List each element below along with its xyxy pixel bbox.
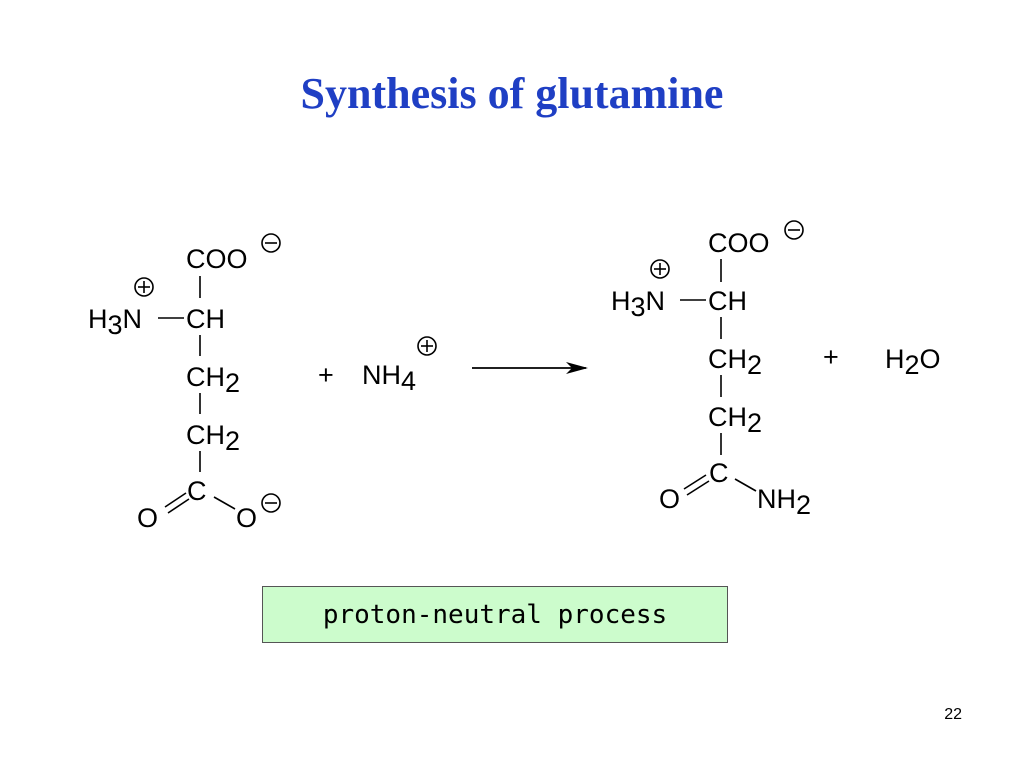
water-label: H2O <box>885 344 941 380</box>
reactant-carbonyl-oxygen: O <box>137 503 158 533</box>
reactant-single-bond-o <box>213 496 236 510</box>
product-alpha-carbon: CH <box>708 286 747 316</box>
product-amino-plus-icon <box>650 259 670 279</box>
reaction-scheme: COO H3N CH CH2 CH2 C O O + NH4 <box>88 220 941 533</box>
reactant-double-bond-b <box>167 498 190 514</box>
reactant-gamma-carbon: CH2 <box>186 420 240 456</box>
ammonium-label: NH4 <box>362 360 416 396</box>
reactant-amino-plus-icon <box>134 277 154 297</box>
product-gamma-carbon: CH2 <box>708 402 762 438</box>
product-carboxylate-label: COO <box>708 228 770 258</box>
reactant-bottom-minus-icon <box>261 493 281 513</box>
ammonium-plus-icon <box>417 336 437 356</box>
product-amino-label: H3N <box>611 286 665 322</box>
reactant-carboxylate-label: COO <box>186 244 248 274</box>
page-number: 22 <box>944 706 962 723</box>
reactant-alpha-carbon: CH <box>186 304 225 334</box>
reactant-carboxyl-carbon: C <box>187 476 207 506</box>
reactant-top-minus-icon <box>261 233 281 253</box>
product-bond-amide-n <box>734 478 757 492</box>
reactant-double-bond-a <box>164 492 187 508</box>
ammonium: NH4 <box>362 336 437 396</box>
product-beta-carbon: CH2 <box>708 344 762 380</box>
product-double-bond-a <box>683 474 707 490</box>
product-amide-carbon: C <box>709 458 729 488</box>
product-double-bond-b <box>686 480 710 496</box>
product-amide-nitrogen: NH2 <box>757 484 811 520</box>
slide-title: Synthesis of glutamine <box>300 69 724 118</box>
plus-sign-reactants: + <box>318 360 334 390</box>
reactant-amino-label: H3N <box>88 304 142 340</box>
product-top-minus-icon <box>784 220 804 240</box>
product-glutamine: COO H3N CH CH2 CH2 C O NH2 <box>611 220 811 520</box>
product-amide-oxygen: O <box>659 484 680 514</box>
reactant-beta-carbon: CH2 <box>186 362 240 398</box>
reactant-anion-oxygen: O <box>236 503 257 533</box>
plus-sign-products: + <box>823 342 839 372</box>
proton-neutral-note: proton-neutral process <box>262 586 728 643</box>
reactant-glutamate: COO H3N CH CH2 CH2 C O O <box>88 233 281 533</box>
